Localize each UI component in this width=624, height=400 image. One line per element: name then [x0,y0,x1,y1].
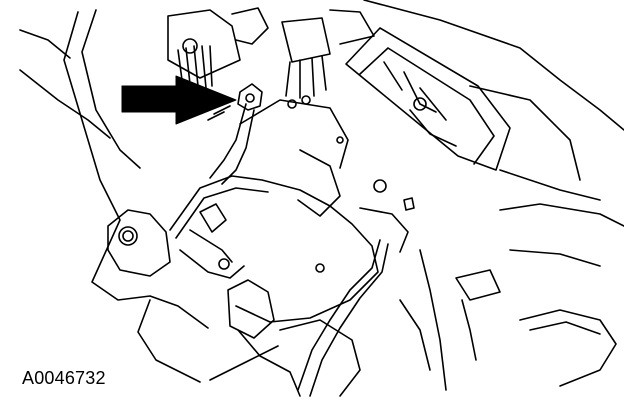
retaining-nut [207,83,263,121]
left-panel [19,9,279,383]
wire-harness [209,103,447,397]
figure-code: A0046732 [22,368,106,388]
main-bracket [107,95,415,323]
lower-components [227,203,624,397]
relay-box [345,27,601,201]
top-connectors [167,0,624,131]
pointer-arrow [121,75,237,125]
